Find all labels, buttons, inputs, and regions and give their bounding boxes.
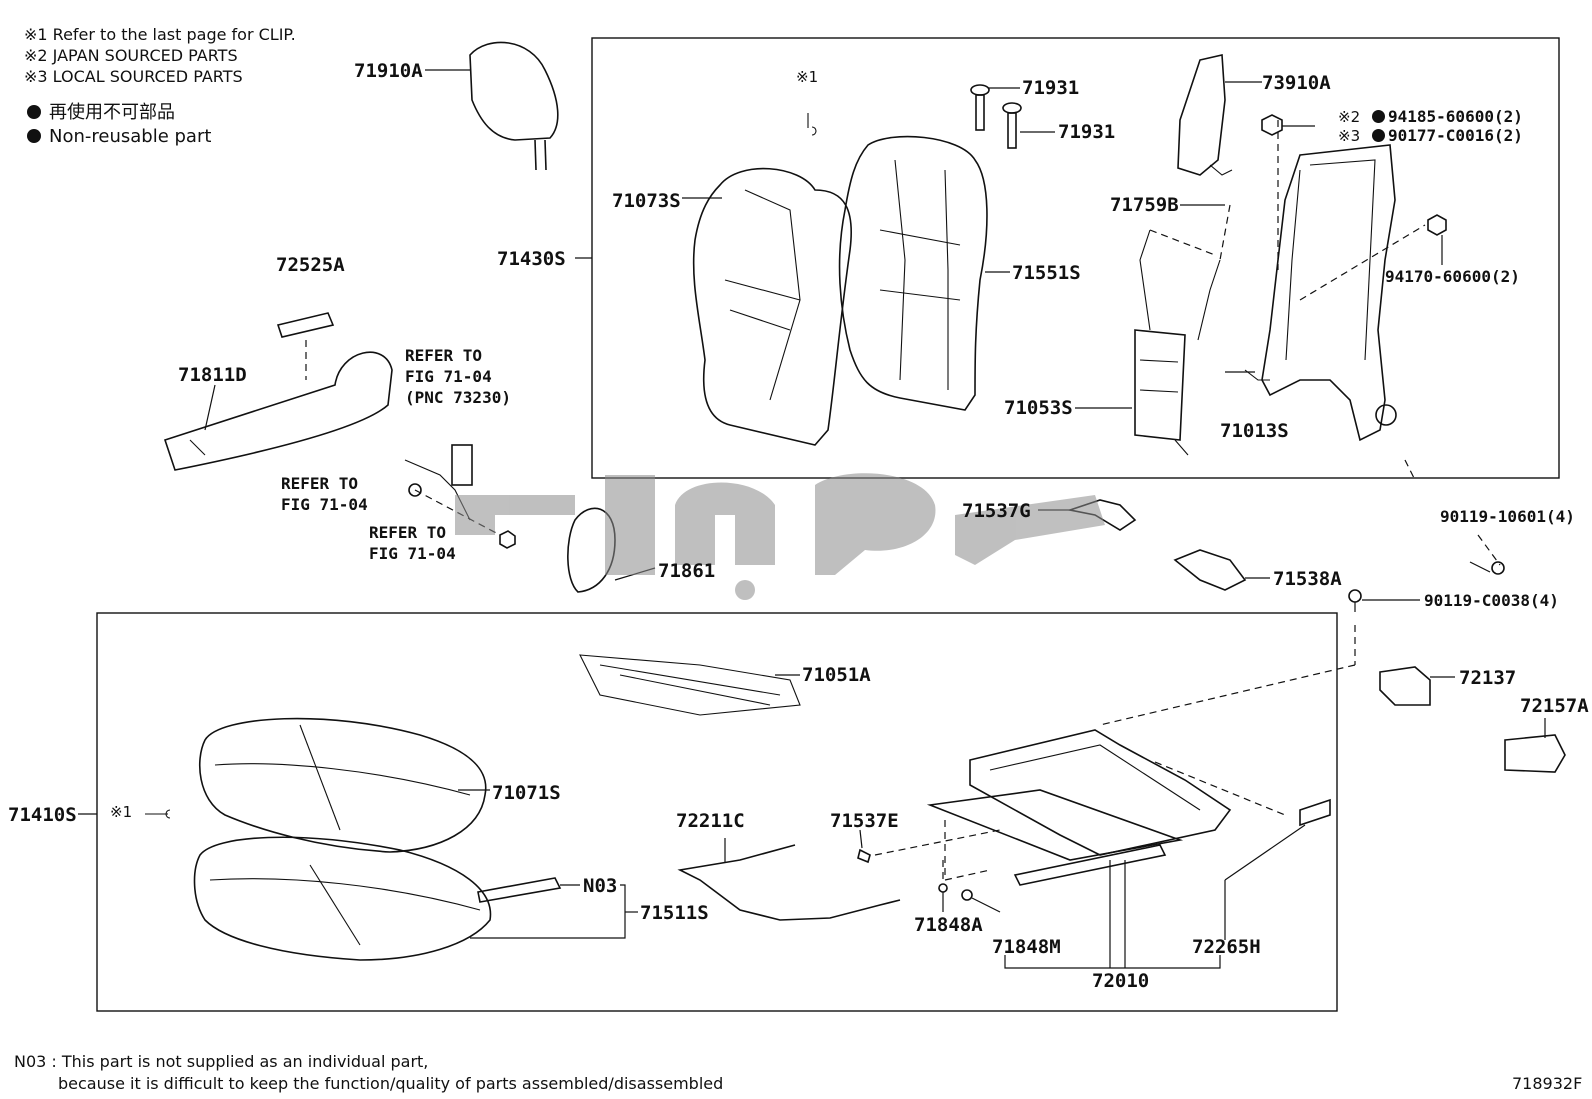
part-label-71430s[interactable]: 71430S	[497, 248, 566, 270]
part-label-71931-bottom[interactable]: 71931	[1058, 121, 1116, 143]
bracket-71538a-drawing	[1173, 549, 1270, 591]
non-reusable-dot-icon	[1372, 129, 1385, 142]
screw-71848-drawing	[938, 860, 1001, 913]
refer-to-label-1: REFER TO	[405, 346, 483, 365]
side-airbag-drawing	[1177, 54, 1262, 176]
part-label-71910a[interactable]: 71910A	[354, 60, 423, 82]
part-label-71537g[interactable]: 71537G	[962, 500, 1031, 522]
pnc-label: (PNC 73230)	[405, 388, 511, 407]
part-label-71811d[interactable]: 71811D	[178, 364, 247, 386]
part-label-90119-10601[interactable]: 90119-10601(4)	[1440, 507, 1575, 526]
part-label-72211c[interactable]: 72211C	[676, 810, 745, 832]
part-label-71013s[interactable]: 71013S	[1220, 420, 1289, 442]
cushion-cover-drawing	[199, 717, 490, 853]
part-number-90177: 90177-C0016(2)	[1388, 126, 1523, 145]
non-reusable-dot-icon	[1372, 110, 1385, 123]
part-label-71073s[interactable]: 71073S	[612, 190, 681, 212]
note-local-sourced: ※3 LOCAL SOURCED PARTS	[24, 67, 243, 86]
legend-japanese: 再使用不可部品	[27, 102, 175, 124]
part-label-71759b[interactable]: 71759B	[1110, 194, 1179, 216]
part-label-71551s[interactable]: 71551S	[1012, 262, 1081, 284]
part-label-73910a[interactable]: 73910A	[1262, 72, 1331, 94]
part-label-71848a[interactable]: 71848A	[914, 914, 983, 936]
cushion-pad-drawing	[193, 836, 492, 961]
clip-mark-cushion: ※1	[110, 803, 133, 821]
non-reusable-dot-icon	[27, 129, 41, 143]
seat-track-drawing	[926, 729, 1286, 969]
track-cover-72265h-drawing	[1224, 798, 1331, 940]
seatback-cover-drawing	[682, 167, 852, 446]
n03-part-drawing	[477, 877, 580, 903]
seatback-pad-drawing	[838, 135, 1010, 411]
refer-to-label-2: REFER TO	[281, 474, 359, 493]
refer-to-label-3: REFER TO	[369, 523, 447, 542]
legend-english-text: Non-reusable part	[49, 126, 212, 147]
seat-spring-drawing	[579, 654, 801, 716]
footnote-line-1: N03 : This part is not supplied as an in…	[14, 1052, 429, 1071]
lumbar-support-drawing	[1075, 329, 1189, 456]
part-label-72265h[interactable]: 72265H	[1192, 936, 1261, 958]
headrest-drawing	[425, 41, 559, 171]
part-label-94170-60600[interactable]: 94170-60600(2)	[1385, 267, 1520, 286]
part-label-71861[interactable]: 71861	[658, 560, 716, 582]
part-label-71537e[interactable]: 71537E	[830, 810, 899, 832]
lumbar-wire-drawing	[1139, 204, 1231, 341]
figure-id: 718932F	[1512, 1074, 1583, 1093]
part-label-90177-c0016[interactable]: 90177-C0016(2)	[1372, 126, 1523, 146]
part-label-72157a[interactable]: 72157A	[1520, 695, 1589, 717]
part-number-94185: 94185-60600(2)	[1388, 107, 1523, 126]
headrest-guide-drawing	[970, 84, 1055, 149]
part-label-71511s[interactable]: 71511S	[640, 902, 709, 924]
part-label-90119-c0038[interactable]: 90119-C0038(4)	[1424, 591, 1559, 610]
part-label-72010[interactable]: 72010	[1092, 970, 1150, 992]
part-label-71848m[interactable]: 71848M	[992, 936, 1061, 958]
note-clip: ※1 Refer to the last page for CLIP.	[24, 25, 296, 44]
clip-71537e-drawing	[857, 829, 1001, 864]
legend-english: Non-reusable part	[27, 126, 211, 148]
fig-7104-label-3[interactable]: FIG 71-04	[369, 544, 456, 563]
part-label-94185-60600[interactable]: 94185-60600(2)	[1372, 107, 1523, 127]
part-label-71410s[interactable]: 71410S	[8, 804, 77, 826]
nut-drawing	[1261, 114, 1447, 265]
non-reusable-dot-icon	[27, 105, 41, 119]
part-label-72137[interactable]: 72137	[1459, 667, 1517, 689]
legend-japanese-text: 再使用不可部品	[49, 102, 175, 123]
fig-7104-label-1[interactable]: FIG 71-04	[405, 367, 492, 386]
japan-mark: ※2	[1338, 108, 1361, 126]
cable-72211c-drawing	[677, 838, 901, 921]
part-label-71071s[interactable]: 71071S	[492, 782, 561, 804]
bolt-drawing	[1099, 459, 1505, 726]
part-label-72525a[interactable]: 72525A	[276, 254, 345, 276]
footnote-line-2: because it is difficult to keep the func…	[58, 1074, 724, 1093]
part-label-n03[interactable]: N03	[583, 875, 618, 897]
seatback-frame-drawing	[1225, 120, 1426, 442]
note-japan-sourced: ※2 JAPAN SOURCED PARTS	[24, 46, 238, 65]
part-label-71538a[interactable]: 71538A	[1273, 568, 1342, 590]
watermark-logo	[455, 473, 1105, 600]
cover-72137-drawing	[1379, 666, 1455, 706]
seatback-group-box	[591, 37, 1560, 479]
part-label-71931-top[interactable]: 71931	[1022, 77, 1080, 99]
side-shield-drawing	[163, 351, 393, 471]
cover-72157a-drawing	[1504, 718, 1566, 773]
local-mark: ※3	[1338, 127, 1361, 145]
fig-7104-label-2[interactable]: FIG 71-04	[281, 495, 368, 514]
armrest-cover-drawing	[276, 312, 335, 380]
clip-mark-seatback: ※1	[796, 68, 819, 86]
part-label-71051a[interactable]: 71051A	[802, 664, 871, 686]
cushion-group-box	[96, 612, 1338, 1012]
part-label-71053s[interactable]: 71053S	[1004, 397, 1073, 419]
